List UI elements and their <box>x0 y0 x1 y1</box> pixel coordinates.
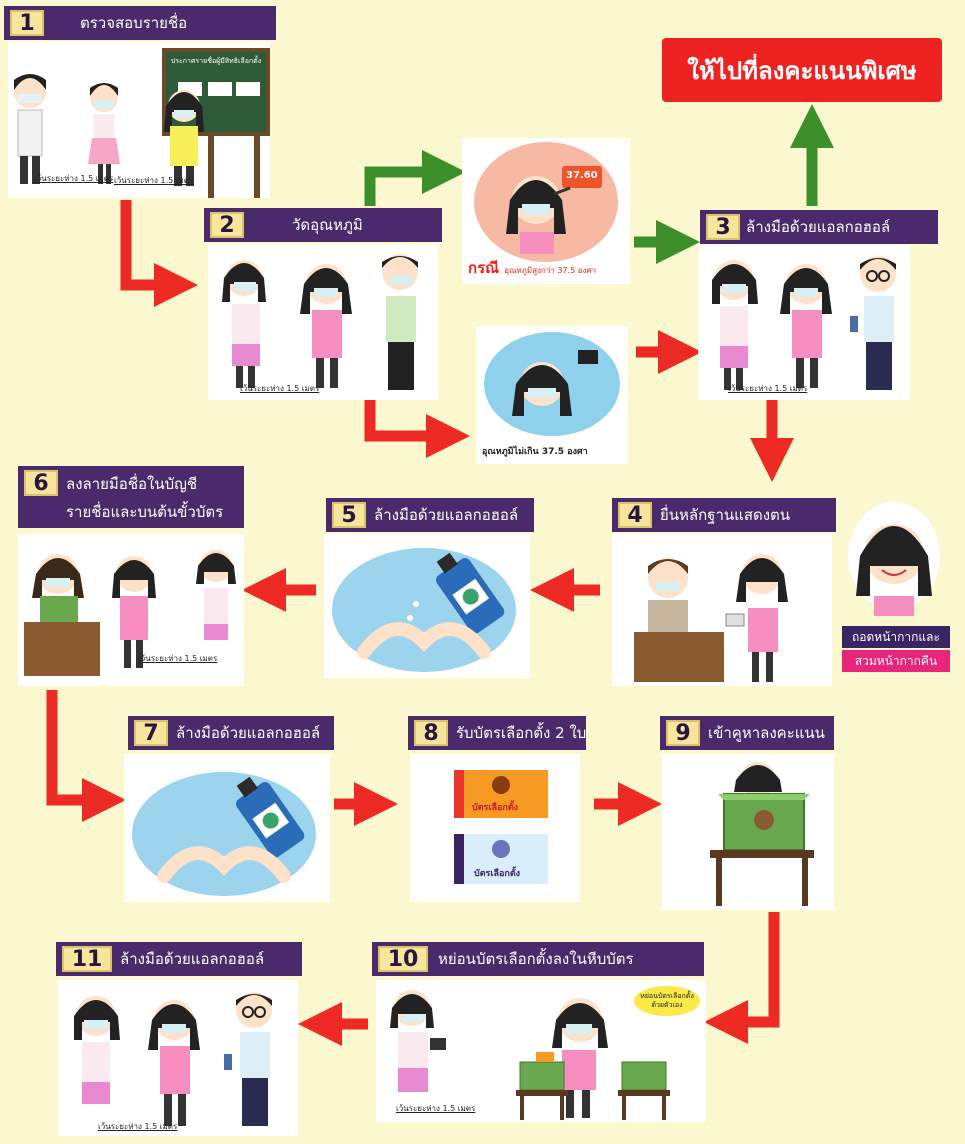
fever-case-label: กรณี อุณหภูมิสูงกว่า 37.5 องศา <box>468 256 596 280</box>
arrow-6-to-7 <box>46 690 126 822</box>
step-9-number: 9 <box>666 720 700 746</box>
step-8-panel: บัตรเลือกตั้ง บัตรเลือกตั้ง <box>410 754 580 902</box>
fever-case-text: อุณหภูมิสูงกว่า 37.5 องศา <box>504 266 596 275</box>
board-title: ประกาศรายชื่อผู้มีสิทธิเลือกตั้ง <box>170 57 262 65</box>
step-11-header: 11 ล้างมือด้วยแอลกอฮอล์ <box>56 942 302 976</box>
step-3-illustration <box>712 256 896 390</box>
step-2-caption: เว้นระยะห่าง 1.5 เมตร <box>240 384 320 393</box>
step-7-number: 7 <box>134 720 168 746</box>
step-2-illustration <box>222 254 418 390</box>
step-6-header: 6 ลงลายมือชื่อในบัญชี รายชื่อและบนต้นขั้… <box>18 466 244 528</box>
step-9-panel <box>662 754 834 910</box>
special-vote-box: ให้ไปที่ลงคะแนนพิเศษ <box>662 38 942 102</box>
step-11-caption: เว้นระยะห่าง 1.5 เมตร <box>98 1122 178 1131</box>
step-1-header: 1 ตรวจสอบรายชื่อ <box>4 6 276 40</box>
step-10-title: หย่อนบัตรเลือกตั้งลงในหีบบัตร <box>438 950 634 968</box>
step-9-illustration <box>710 762 814 906</box>
step-9-header: 9 เข้าคูหาลงคะแนน <box>660 716 834 750</box>
step-11-title: ล้างมือด้วยแอลกอฮอล์ <box>120 950 265 968</box>
mask-note-text-1: ถอดหน้ากากและ <box>852 629 940 644</box>
step-3-number: 3 <box>706 214 740 240</box>
step-11-illustration <box>74 992 272 1126</box>
fever-reading: 37.60 <box>566 170 598 181</box>
step-8-number: 8 <box>414 720 448 746</box>
step-7-illustration <box>132 772 316 896</box>
step-1-caption-2: เว้นระยะห่าง 1.5 เมตร <box>114 176 194 185</box>
step-10-bubble: หย่อนบัตรเลือกตั้งด้วยตัวเอง <box>634 986 700 1016</box>
arrow-2-to-fever <box>364 150 466 206</box>
normal-temp-panel: อุณหภูมิไม่เกิน 37.5 องศา <box>476 326 628 464</box>
step-4-title: ยื่นหลักฐานแสดงตน <box>660 506 791 524</box>
step-4-number: 4 <box>618 502 652 528</box>
step-6-title-line-1: ลงลายมือชื่อในบัญชี <box>66 475 198 493</box>
step-1-title: ตรวจสอบรายชื่อ <box>80 14 188 32</box>
step-5-title: ล้างมือด้วยแอลกอฮอล์ <box>374 506 519 524</box>
ballot-blue: บัตรเลือกตั้ง <box>454 834 548 884</box>
fever-case-panel: 37.60 กรณี อุณหภูมิสูงกว่า 37.5 องศา <box>462 138 630 284</box>
step-1-caption: เว้นระยะห่าง 1.5 เมตร <box>34 174 114 183</box>
step-10-caption: เว้นระยะห่าง 1.5 เมตร <box>396 1104 476 1113</box>
step-11-panel: เว้นระยะห่าง 1.5 เมตร <box>58 980 298 1136</box>
step-8-header: 8 รับบัตรเลือกตั้ง 2 ใบ <box>408 716 586 750</box>
step-11-number: 11 <box>62 946 112 972</box>
ballot-orange: บัตรเลือกตั้ง <box>454 770 548 818</box>
step-1-panel: เว้นระยะห่าง 1.5 เมตร เว้นระยะห่าง 1.5 เ… <box>8 42 270 198</box>
step-10-panel: เว้นระยะห่าง 1.5 เมตร หย่อนบัตรเลือกตั้ง… <box>376 980 706 1122</box>
step-7-title: ล้างมือด้วยแอลกอฮอล์ <box>176 724 321 742</box>
mask-face-icon <box>846 500 942 624</box>
step-6-number: 6 <box>24 470 58 496</box>
step-5-illustration <box>332 548 516 672</box>
step-5-number: 5 <box>332 502 366 528</box>
step-9-title: เข้าคูหาลงคะแนน <box>708 724 825 742</box>
step-3-header: 3 ล้างมือด้วยแอลกอฮอล์ <box>700 210 938 244</box>
step-3-title: ล้างมือด้วยแอลกอฮอล์ <box>746 218 891 236</box>
fever-illustration <box>474 142 618 262</box>
fever-case-word: กรณี <box>468 259 500 277</box>
step-2-panel: เว้นระยะห่าง 1.5 เมตร <box>208 244 438 400</box>
normal-temp-illustration <box>484 332 620 436</box>
step-7-header: 7 ล้างมือด้วยแอลกอฮอล์ <box>128 716 334 750</box>
step-10-illustration <box>390 990 670 1120</box>
step-4-header: 4 ยื่นหลักฐานแสดงตน <box>612 498 836 532</box>
normal-temp-text: อุณหภูมิไม่เกิน 37.5 องศา <box>482 447 588 457</box>
step-1-illustration <box>14 48 270 198</box>
mask-note-text-2: สวมหน้ากากคืน <box>854 653 938 668</box>
step-2-header: 2 วัดอุณหภูมิ <box>204 208 442 242</box>
step-3-caption: เว้นระยะห่าง 1.5 เมตร <box>728 384 808 393</box>
step-5-panel <box>324 534 530 678</box>
step-4-illustration <box>634 554 788 682</box>
arrow-1-to-2 <box>120 200 198 307</box>
step-8-title: รับบัตรเลือกตั้ง 2 ใบ <box>456 724 587 742</box>
step-6-panel: เว้นระยะห่าง 1.5 เมตร <box>18 534 244 686</box>
mask-note-line-2: สวมหน้ากากคืน <box>842 650 950 672</box>
step-10-number: 10 <box>378 946 428 972</box>
step-5-header: 5 ล้างมือด้วยแอลกอฮอล์ <box>326 498 534 532</box>
step-6-illustration <box>24 550 236 676</box>
step-4-panel <box>612 534 832 686</box>
step-6-title-line-2: รายชื่อและบนต้นขั้วบัตร <box>66 503 224 521</box>
ballot-blue-label: บัตรเลือกตั้ง <box>474 869 521 879</box>
step-2-title: วัดอุณหภูมิ <box>292 216 363 234</box>
arrow-2-to-normal <box>364 398 470 458</box>
arrow-9-to-10 <box>704 912 780 1044</box>
special-vote-label: ให้ไปที่ลงคะแนนพิเศษ <box>687 56 917 85</box>
step-10-bubble-text: หย่อนบัตรเลือกตั้งด้วยตัวเอง <box>640 992 694 1009</box>
step-10-header: 10 หย่อนบัตรเลือกตั้งลงในหีบบัตร <box>372 942 704 976</box>
step-6-caption: เว้นระยะห่าง 1.5 เมตร <box>138 654 218 663</box>
step-7-panel <box>124 754 330 902</box>
mask-note-line-1: ถอดหน้ากากและ <box>842 626 950 648</box>
step-2-number: 2 <box>210 212 244 238</box>
step-3-panel: เว้นระยะห่าง 1.5 เมตร <box>698 244 910 400</box>
step-1-number: 1 <box>10 10 44 36</box>
ballot-orange-label: บัตรเลือกตั้ง <box>472 803 519 813</box>
